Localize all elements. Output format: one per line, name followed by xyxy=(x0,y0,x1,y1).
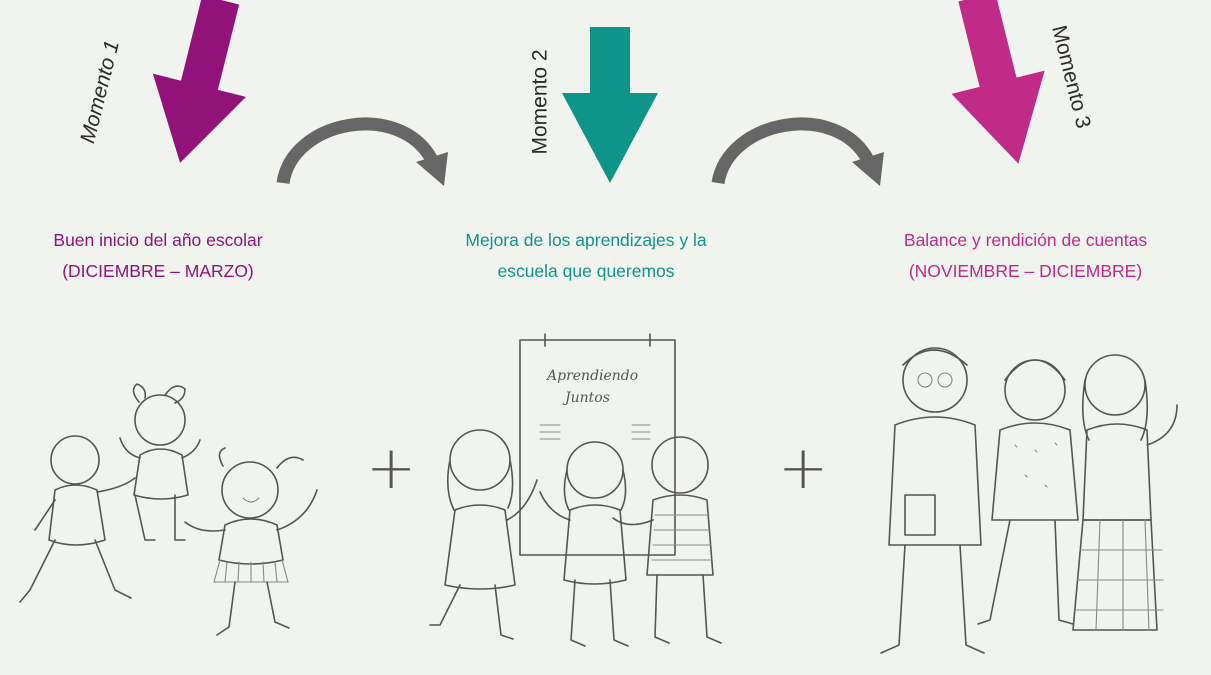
moment-1-caption: Buen inicio del año escolar (DICIEMBRE –… xyxy=(0,225,316,287)
plus-sign-1: + xyxy=(366,433,417,503)
plus-sign-2: + xyxy=(778,433,829,503)
moment-1-title: Buen inicio del año escolar xyxy=(53,230,263,250)
moment-2-title-line2: escuela que queremos xyxy=(497,261,675,281)
moment-2-caption: Mejora de los aprendizajes y la escuela … xyxy=(400,225,772,287)
moment-1-arrow xyxy=(152,0,246,163)
children-poster-illustration: Aprendiendo Juntos xyxy=(429,333,722,647)
moment-2-title-line1: Mejora de los aprendizajes y la xyxy=(465,230,707,250)
connector-arrow-1 xyxy=(276,117,448,186)
poster-title-line1: Aprendiendo xyxy=(545,368,638,384)
moment-2-arrow xyxy=(562,27,658,183)
poster-title-line2: Juntos xyxy=(562,390,610,406)
adults-group-illustration xyxy=(880,347,1178,654)
children-playing-illustration xyxy=(19,383,318,636)
moment-3-title: Balance y rendición de cuentas xyxy=(903,230,1148,250)
moment-2-label: Momento 2 xyxy=(528,49,552,155)
moment-3-arrow xyxy=(951,0,1045,164)
connector-arrow-2 xyxy=(711,117,884,186)
moment-1-period: (DICIEMBRE – MARZO) xyxy=(62,261,254,281)
moment-3-period: (NOVIEMBRE – DICIEMBRE) xyxy=(908,261,1143,281)
moment-3-caption: Balance y rendición de cuentas (NOVIEMBR… xyxy=(840,225,1211,287)
